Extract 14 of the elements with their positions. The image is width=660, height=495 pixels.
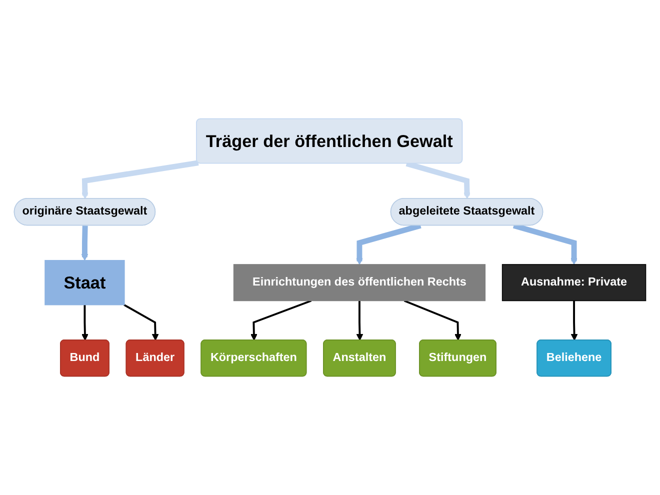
arrow: [406, 161, 470, 200]
arrow: [570, 300, 578, 341]
arrow: [512, 223, 578, 265]
arrow: [81, 226, 88, 261]
arrow: [356, 223, 422, 265]
arrow: [82, 160, 199, 200]
node-box: Einrichtungen des öffentlichen Rechts: [233, 264, 486, 302]
arrow: [250, 300, 312, 341]
node-box: Staat: [44, 260, 125, 306]
arrow: [124, 304, 159, 341]
arrow: [404, 300, 462, 341]
arrow: [82, 304, 88, 341]
node-box: Ausnahme: Private: [502, 264, 646, 302]
arrow: [356, 300, 364, 341]
